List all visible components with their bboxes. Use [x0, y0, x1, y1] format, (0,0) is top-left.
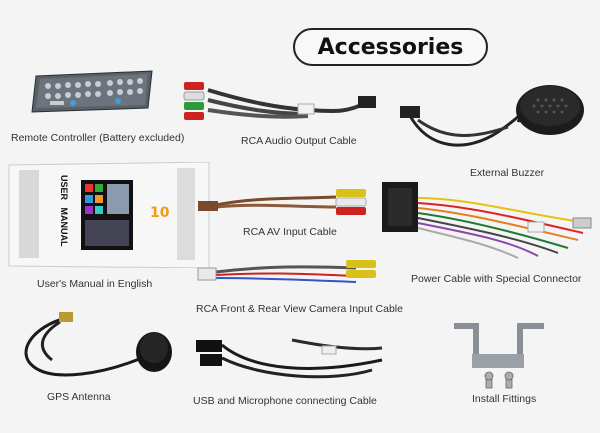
remote-controller-image	[30, 68, 155, 113]
usb-microphone-cable-label: USB and Microphone connecting Cable	[193, 395, 377, 407]
install-fittings-label: Install Fittings	[472, 393, 537, 405]
rca-audio-output-cable-label: RCA Audio Output Cable	[241, 135, 357, 147]
svg-text:10: 10	[150, 205, 170, 221]
gps-antenna-image	[4, 312, 174, 382]
gps-antenna-label: GPS Antenna	[47, 391, 111, 403]
remote-controller-label: Remote Controller (Battery excluded)	[11, 132, 185, 144]
users-manual-label: User's Manual in English	[37, 278, 153, 290]
rca-audio-output-cable-image	[178, 76, 378, 131]
usb-microphone-cable-image	[192, 330, 387, 385]
manual-cover-title-user: USER	[59, 175, 69, 201]
power-cable-label: Power Cable with Special Connector	[411, 273, 582, 285]
external-buzzer-label: External Buzzer	[470, 167, 545, 179]
manual-cover-title-manual: MANUAL	[59, 207, 69, 247]
camera-input-cable-image	[196, 254, 391, 289]
power-cable-image	[378, 178, 598, 263]
rca-av-input-cable-label: RCA AV Input Cable	[243, 226, 337, 238]
install-fittings-image	[450, 318, 550, 390]
manual-cover-title: USER MANUAL	[47, 175, 77, 255]
page-title: Accessories	[293, 28, 488, 66]
users-manual-image: 10	[5, 162, 210, 268]
rca-av-input-cable-image	[196, 185, 376, 225]
external-buzzer-image	[398, 82, 588, 157]
camera-input-cable-label: RCA Front & Rear View Camera Input Cable	[196, 303, 403, 315]
